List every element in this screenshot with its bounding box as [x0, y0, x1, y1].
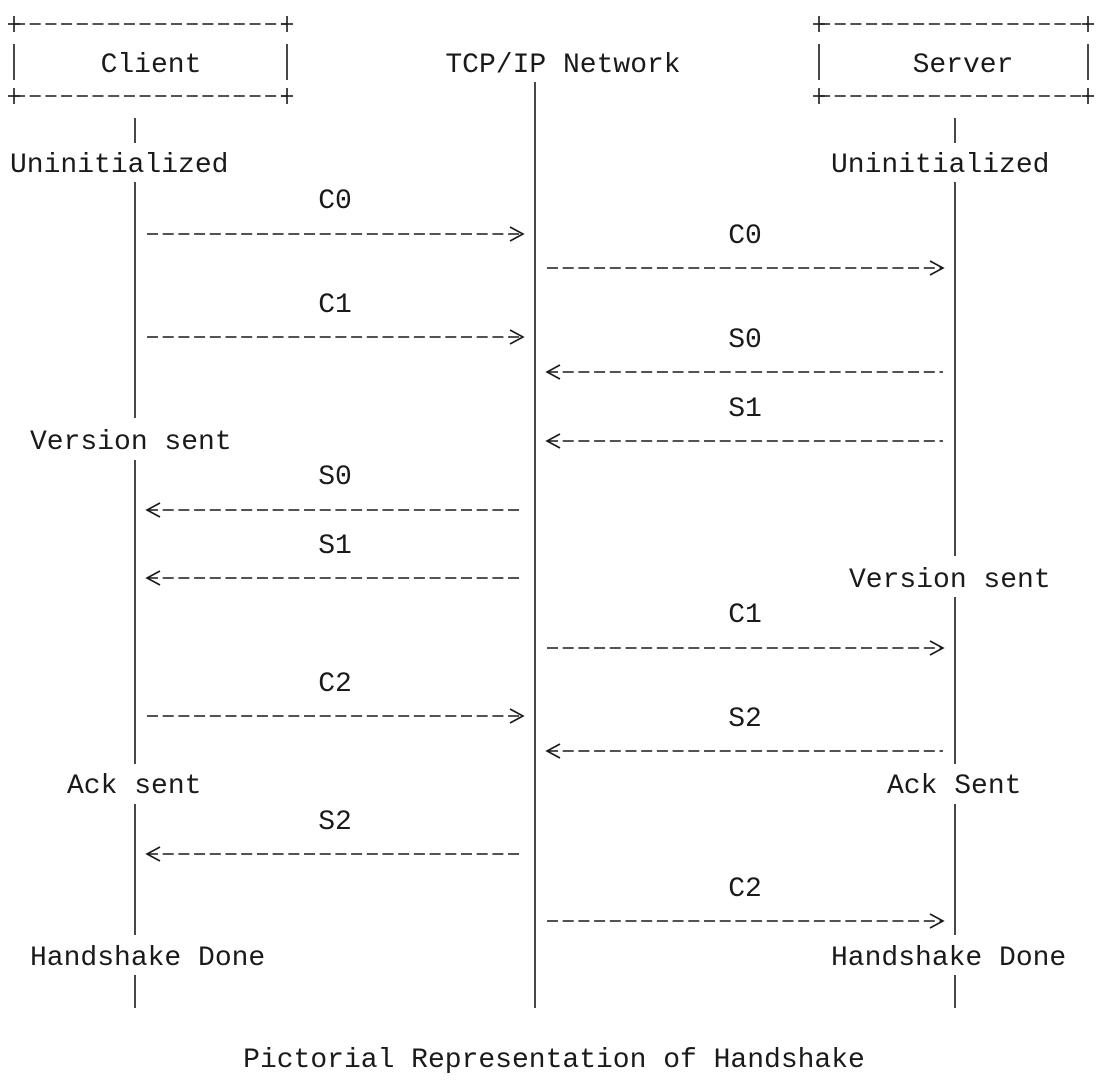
message-c0-arrow: C0 [147, 186, 525, 242]
message-c1-arrow: C1 [547, 600, 945, 656]
message-label: S0 [318, 462, 352, 493]
message-c0-arrow: C0 [547, 221, 945, 276]
message-s2-arrow: S2 [145, 807, 523, 862]
client-state-uninitialized: Uninitialized [10, 150, 228, 181]
arrowhead-icon [509, 708, 525, 724]
message-s1-arrow: S1 [545, 394, 943, 449]
server-state-uninitialized: Uninitialized [831, 150, 1049, 181]
message-label: C0 [728, 221, 762, 252]
message-label: S0 [728, 325, 762, 356]
message-label: C2 [728, 874, 762, 905]
message-s0-arrow: S0 [545, 325, 943, 380]
arrowhead-icon [145, 502, 161, 518]
message-s2-arrow: S2 [545, 704, 943, 759]
message-label: C2 [318, 669, 352, 700]
message-label: C0 [318, 186, 352, 217]
diagram-caption: Pictorial Representation of Handshake [243, 1045, 865, 1076]
message-s1-arrow: S1 [145, 531, 523, 586]
server-title: Server [913, 50, 1014, 81]
arrowhead-icon [929, 913, 945, 929]
message-label: S1 [318, 531, 352, 562]
server-state-handshake-done: Handshake Done [831, 943, 1066, 974]
arrowhead-icon [545, 433, 561, 449]
message-s0-arrow: S0 [145, 462, 523, 518]
arrowhead-icon [545, 743, 561, 759]
server-state-version-sent: Version sent [849, 565, 1051, 596]
message-label: S2 [318, 807, 352, 838]
message-label: S2 [728, 704, 762, 735]
message-label: C1 [318, 290, 352, 321]
message-c1-arrow: C1 [147, 290, 525, 345]
client-state-ack-sent: Ack sent [67, 771, 201, 802]
network-title: TCP/IP Network [445, 50, 680, 81]
client-state-version-sent: Version sent [30, 427, 232, 458]
arrowhead-icon [145, 570, 161, 586]
client-state-handshake-done: Handshake Done [30, 943, 265, 974]
arrowhead-icon [929, 640, 945, 656]
message-c2-arrow: C2 [147, 669, 525, 724]
server-box: Server [813, 16, 1094, 104]
message-c2-arrow: C2 [547, 874, 945, 929]
arrowhead-icon [509, 226, 525, 242]
arrowhead-icon [929, 260, 945, 276]
client-title: Client [101, 50, 202, 81]
arrowhead-icon [145, 846, 161, 862]
server-state-ack-sent: Ack Sent [887, 771, 1021, 802]
arrowhead-icon [509, 329, 525, 345]
arrowhead-icon [545, 364, 561, 380]
message-label: S1 [728, 394, 762, 425]
message-label: C1 [728, 600, 762, 631]
client-box: Client [8, 16, 293, 104]
